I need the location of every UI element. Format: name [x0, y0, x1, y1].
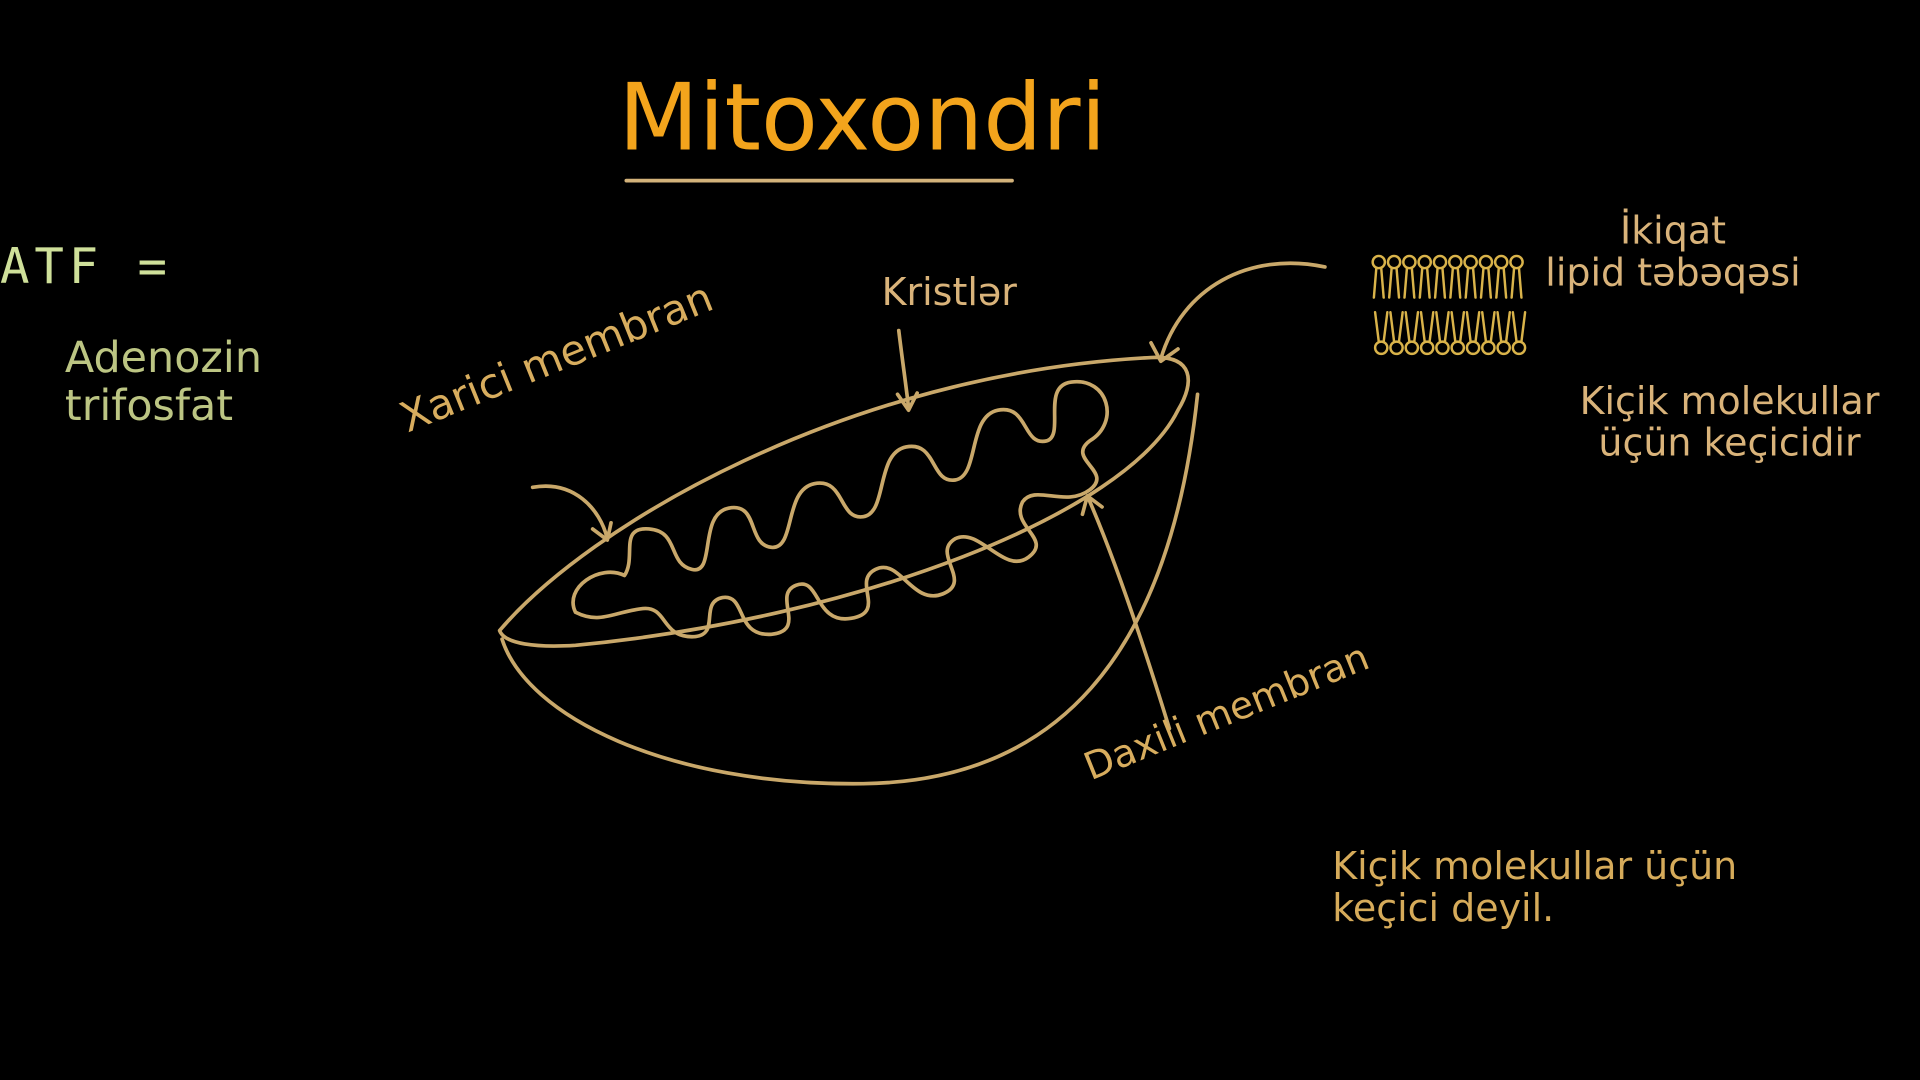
title-underline: [624, 178, 1014, 183]
lipid-head: [1463, 254, 1478, 270]
lipid-tail: [1450, 311, 1466, 343]
lipid-tail: [1419, 311, 1435, 343]
inner-membrane-arrow: [1080, 494, 1172, 731]
lipid-head: [1496, 340, 1512, 356]
lipid-head: [1373, 340, 1389, 356]
lipid-head: [1478, 254, 1494, 270]
lipid-label-line2: lipid təbəqəsi: [1545, 251, 1801, 296]
lipid-head: [1371, 254, 1387, 270]
lipid-head: [1435, 340, 1450, 356]
lipid-tail: [1481, 311, 1496, 343]
lipid-head: [1389, 340, 1404, 356]
lipid-tail: [1495, 266, 1508, 299]
lipid-tail: [1389, 311, 1404, 343]
lipid-head: [1450, 340, 1466, 356]
lipid-arrow: [1149, 261, 1327, 364]
lipid-tail: [1449, 266, 1462, 299]
cristae: [571, 380, 1109, 639]
lipid-tail: [1404, 311, 1420, 343]
cristae-arrow: [895, 328, 919, 413]
lipid-head: [1465, 340, 1481, 356]
lipid-head: [1404, 340, 1420, 356]
lipid-tail: [1387, 266, 1401, 299]
inner-permeability-note: Kiçik molekullar üçün keçici deyil.: [1332, 844, 1738, 931]
outer-membrane-top: [497, 355, 1191, 648]
lipid-bilayer-icon: [1371, 254, 1527, 356]
atf-expansion: Adenozin trifosfat: [64, 334, 262, 432]
atf-expansion-line1: Adenozin: [64, 334, 262, 384]
lipid-head: [1402, 254, 1417, 270]
cristae-label: Kristlər: [881, 270, 1017, 315]
lipid-tail: [1403, 266, 1416, 299]
lipid-head: [1509, 254, 1524, 270]
outer-permeability-note: Kiçik molekullar üçün keçicidir: [1579, 379, 1880, 466]
outer-membrane-bowl: [500, 392, 1200, 786]
inner-perm-line2: keçici deyil.: [1332, 886, 1555, 931]
outer-perm-line1: Kiçik molekullar: [1579, 379, 1880, 424]
atf-expansion-line2: trifosfat: [64, 382, 234, 432]
lipid-tail: [1435, 311, 1450, 343]
lipid-tail: [1465, 311, 1481, 343]
lipid-tail: [1496, 311, 1512, 343]
lipid-label-line1: İkiqat: [1620, 209, 1726, 254]
lipid-tail: [1433, 266, 1447, 299]
lipid-tail: [1511, 311, 1527, 343]
lipid-tail: [1373, 311, 1389, 343]
lipid-head: [1417, 254, 1433, 270]
atf-label: ATF =: [0, 238, 172, 296]
outer-membrane-arrow: [530, 484, 613, 542]
lipid-head: [1447, 254, 1463, 270]
lipid-tail: [1510, 266, 1523, 299]
lipid-tail: [1479, 266, 1493, 299]
lipid-bilayer-label: İkiqat lipid təbəqəsi: [1545, 209, 1801, 296]
lipid-head: [1481, 340, 1496, 356]
lipid-tail: [1418, 266, 1431, 299]
lipid-head: [1386, 254, 1402, 270]
lipid-head: [1511, 340, 1527, 356]
lipid-head: [1432, 254, 1448, 270]
page-title: Mitoxondri: [618, 62, 1107, 172]
lipid-head: [1493, 254, 1509, 270]
inner-perm-line1: Kiçik molekullar üçün: [1332, 844, 1738, 889]
outer-perm-line2: üçün keçicidir: [1598, 421, 1861, 466]
lipid-tail: [1372, 266, 1385, 299]
lipid-tail: [1464, 266, 1477, 299]
lipid-head: [1419, 340, 1435, 356]
